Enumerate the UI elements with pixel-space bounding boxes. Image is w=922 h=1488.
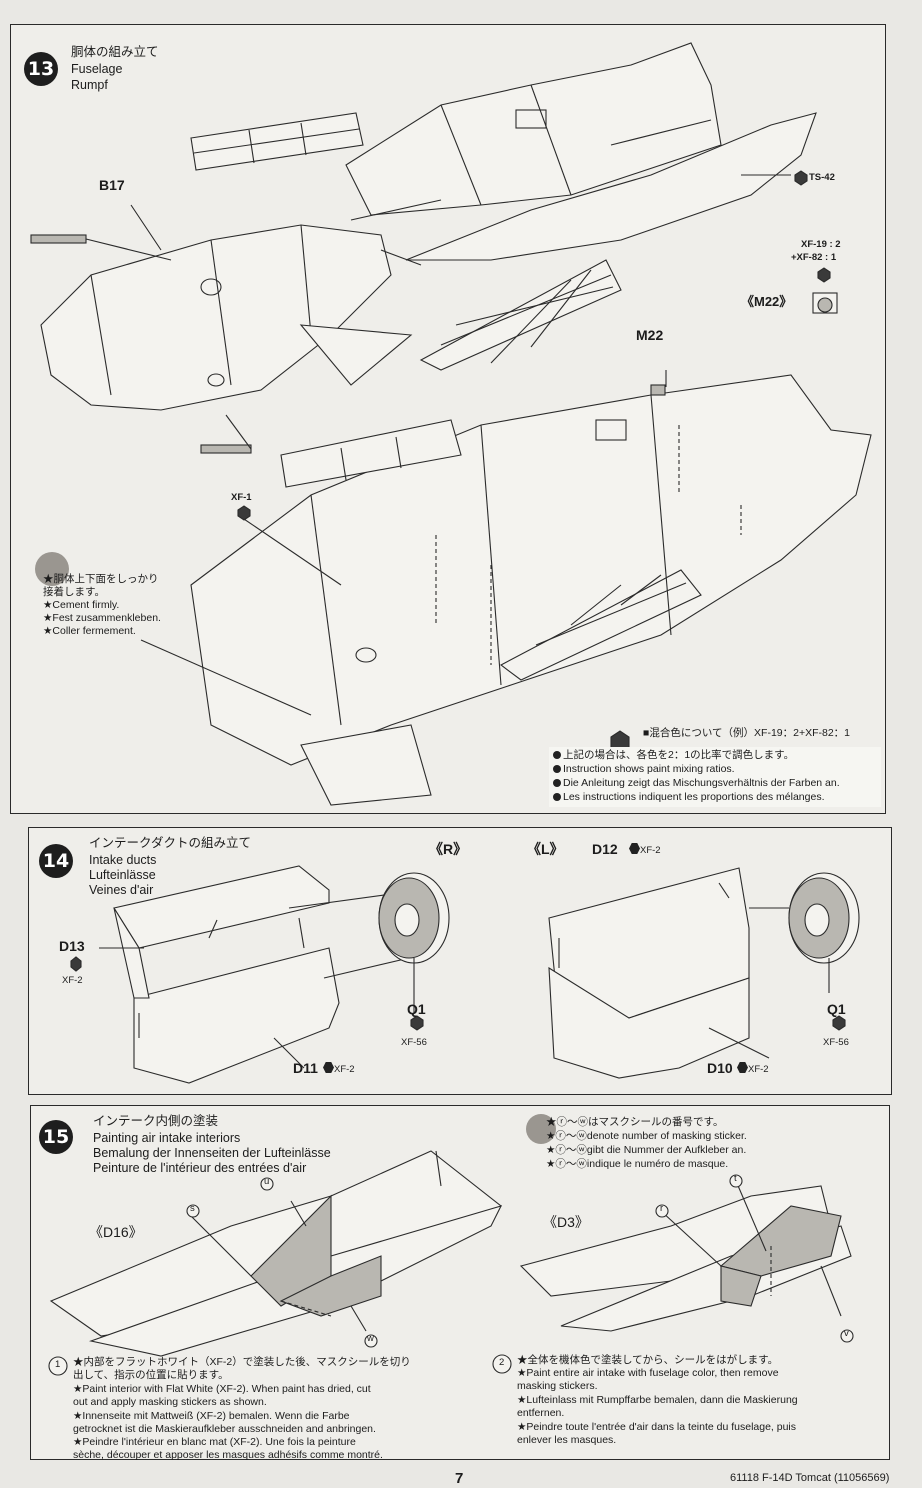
step-13-title-en: Fuselage — [71, 62, 123, 76]
mix-note-ja-row: 上記の場合は、各色を2：1の比率で調色します。 — [553, 749, 794, 762]
step-15-title-en: Painting air intake interiors — [93, 1131, 241, 1145]
bullet-icon — [553, 751, 561, 759]
part-label-d11: D11 — [293, 1060, 318, 1076]
paint-d12-row: XF-2 — [629, 843, 661, 857]
part-label-d13: D13 — [59, 938, 85, 954]
step-14-title-ja: インテークダクトの組み立て — [89, 836, 252, 850]
mask-note-fr: ★ⓡ～ⓦindique le numéro de masque. — [546, 1158, 729, 1170]
sticker-v: v — [844, 1328, 849, 1339]
sticker-w: w — [367, 1333, 374, 1344]
note-2-ja: ★全体を機体色で塗装してから、シールをはがします。 — [517, 1354, 779, 1366]
note-2-fr-2: enlever les masques. — [517, 1434, 617, 1446]
note-1-en-2: out and apply masking stickers as shown. — [73, 1396, 267, 1408]
paint-hex-icon — [629, 843, 640, 854]
step-number-13: 13 — [24, 52, 58, 86]
sticker-t: t — [734, 1173, 737, 1184]
step-15-title-fr: Peinture de l'intérieur des entrées d'ai… — [93, 1161, 307, 1175]
product-code: 61118 F-14D Tomcat (11056569) — [730, 1472, 890, 1484]
cement-note-ja-2: 接着します。 — [43, 586, 105, 598]
step-14-title-en: Intake ducts — [89, 853, 157, 867]
part-label-q1-right: Q1 — [407, 1001, 426, 1017]
step-15-title-de: Bemalung der Innenseiten der Lufteinläss… — [93, 1146, 331, 1160]
bullet-icon — [553, 793, 561, 801]
note-1-de-2: getrocknet ist die Maskieraufkleber auss… — [73, 1423, 376, 1435]
cement-icon — [35, 552, 69, 586]
cement-note-ja-1: ★胴体上下面をしっかり — [43, 573, 159, 585]
step-15-title-ja: インテーク内側の塗装 — [93, 1114, 219, 1128]
part-label-d16: 《D16》 — [89, 1224, 143, 1240]
note-2-de-2: entfernen. — [517, 1407, 565, 1419]
step-number-14: 14 — [39, 844, 73, 878]
note-1-de-1: ★Innenseite mit Mattweiß (XF-2) bemalen.… — [73, 1410, 350, 1422]
mask-note-icon — [526, 1114, 556, 1144]
m22-bracket-label: 《M22》 — [741, 294, 793, 309]
note-1-fr-2: sèche, découper et apposer les masques a… — [73, 1449, 383, 1461]
intake-interior-diagram — [48, 1150, 854, 1376]
mix-note-de: Die Anleitung zeigt das Mischungsverhält… — [563, 777, 840, 789]
step-14-title-de: Lufteinlässe — [89, 868, 156, 882]
step-14-title-fr: Veines d'air — [89, 883, 154, 897]
step-13-panel: 13 胴体の組み立て Fuselage Rumpf — [10, 24, 886, 814]
cement-note-de: ★Fest zusammenkleben. — [43, 612, 161, 624]
paint-mix-2: +XF-82 : 1 — [791, 252, 837, 263]
mask-note-ja: ★ⓡ～ⓦはマスクシールの番号です。 — [546, 1116, 724, 1128]
page-number: 7 — [455, 1470, 464, 1487]
note-1-number: 1 — [55, 1359, 61, 1370]
paint-q1-right: XF-56 — [401, 1037, 427, 1048]
paint-d11: XF-2 — [334, 1064, 355, 1075]
step-13-title-de: Rumpf — [71, 78, 108, 92]
mix-note-de-row: Die Anleitung zeigt das Mischungsverhält… — [553, 777, 840, 790]
paint-d12: XF-2 — [640, 845, 661, 856]
side-label-r: 《R》 — [429, 841, 468, 857]
intake-duct-diagram — [70, 865, 860, 1084]
part-label-d10: D10 — [707, 1060, 733, 1076]
cement-note-en: ★Cement firmly. — [43, 599, 120, 611]
part-label-q1-left: Q1 — [827, 1001, 846, 1017]
note-1-ja-1: ★内部をフラットホワイト（XF-2）で塗装した後、マスクシールを切り — [73, 1356, 411, 1368]
paint-mix-1: XF-19 : 2 — [801, 239, 841, 250]
mask-note-en: ★ⓡ～ⓦdenote number of masking sticker. — [546, 1130, 747, 1142]
step-15-panel: 15 インテーク内側の塗装 Painting air intake interi… — [30, 1105, 890, 1461]
mask-note-de: ★ⓡ～ⓦgibt die Nummer der Aufkleber an. — [546, 1144, 747, 1156]
note-2-en-1: ★Paint entire air intake with fuselage c… — [517, 1367, 779, 1379]
mix-note-fr: Les instructions indiquent les proportio… — [563, 791, 825, 803]
note-1-ja-2: 出して、指示の位置に貼ります。 — [73, 1369, 229, 1381]
part-label-b17: B17 — [99, 177, 125, 193]
paint-hex-icon — [323, 1062, 334, 1073]
paint-ts42: TS-42 — [809, 172, 835, 183]
mix-note-en: Instruction shows paint mixing ratios. — [563, 763, 735, 775]
paint-d13: XF-2 — [62, 975, 83, 986]
paint-d10-row: XF-2 — [737, 1062, 769, 1076]
note-2-de-1: ★Lufteinlass mit Rumpffarbe bemalen, dan… — [517, 1394, 798, 1406]
note-2-number: 2 — [499, 1357, 505, 1368]
mix-notes-box: 上記の場合は、各色を2：1の比率で調色します。 Instruction show… — [549, 747, 881, 807]
sticker-r: r — [660, 1203, 664, 1214]
side-label-l: 《L》 — [527, 841, 564, 857]
mix-title: ■混合色について（例）XF-19：2+XF-82：1 — [643, 727, 851, 739]
note-1-fr-1: ★Peindre l'intérieur en blanc mat (XF-2)… — [73, 1436, 356, 1448]
paint-hex-icon — [737, 1062, 748, 1073]
mix-note-fr-row: Les instructions indiquent les proportio… — [553, 791, 825, 804]
sticker-s: s — [190, 1203, 195, 1214]
step-14-panel: 14 インテークダクトの組み立て Intake ducts Lufteinläs… — [28, 827, 892, 1095]
step-number-15: 15 — [39, 1120, 73, 1154]
paint-d11-row: XF-2 — [323, 1062, 355, 1076]
note-1-en-1: ★Paint interior with Flat White (XF-2). … — [73, 1383, 371, 1395]
cement-note-fr: ★Coller fermement. — [43, 625, 136, 637]
part-label-d12: D12 — [592, 841, 618, 857]
paint-q1-left: XF-56 — [823, 1037, 849, 1048]
bullet-icon — [553, 779, 561, 787]
sticker-u: u — [264, 1176, 270, 1187]
note-2-fr-1: ★Peindre toute l'entrée d'air dans la te… — [517, 1421, 797, 1433]
paint-xf1: XF-1 — [231, 492, 252, 503]
part-label-d3: 《D3》 — [543, 1214, 589, 1230]
step-13-title-ja: 胴体の組み立て — [71, 45, 159, 59]
paint-d10: XF-2 — [748, 1064, 769, 1075]
part-label-m22: M22 — [636, 327, 664, 343]
mix-note-ja: 上記の場合は、各色を2：1の比率で調色します。 — [563, 749, 795, 761]
fuselage-diagram — [30, 42, 872, 806]
note-2-en-2: masking stickers. — [517, 1380, 598, 1392]
mix-note-en-row: Instruction shows paint mixing ratios. — [553, 763, 735, 776]
bullet-icon — [553, 765, 561, 773]
